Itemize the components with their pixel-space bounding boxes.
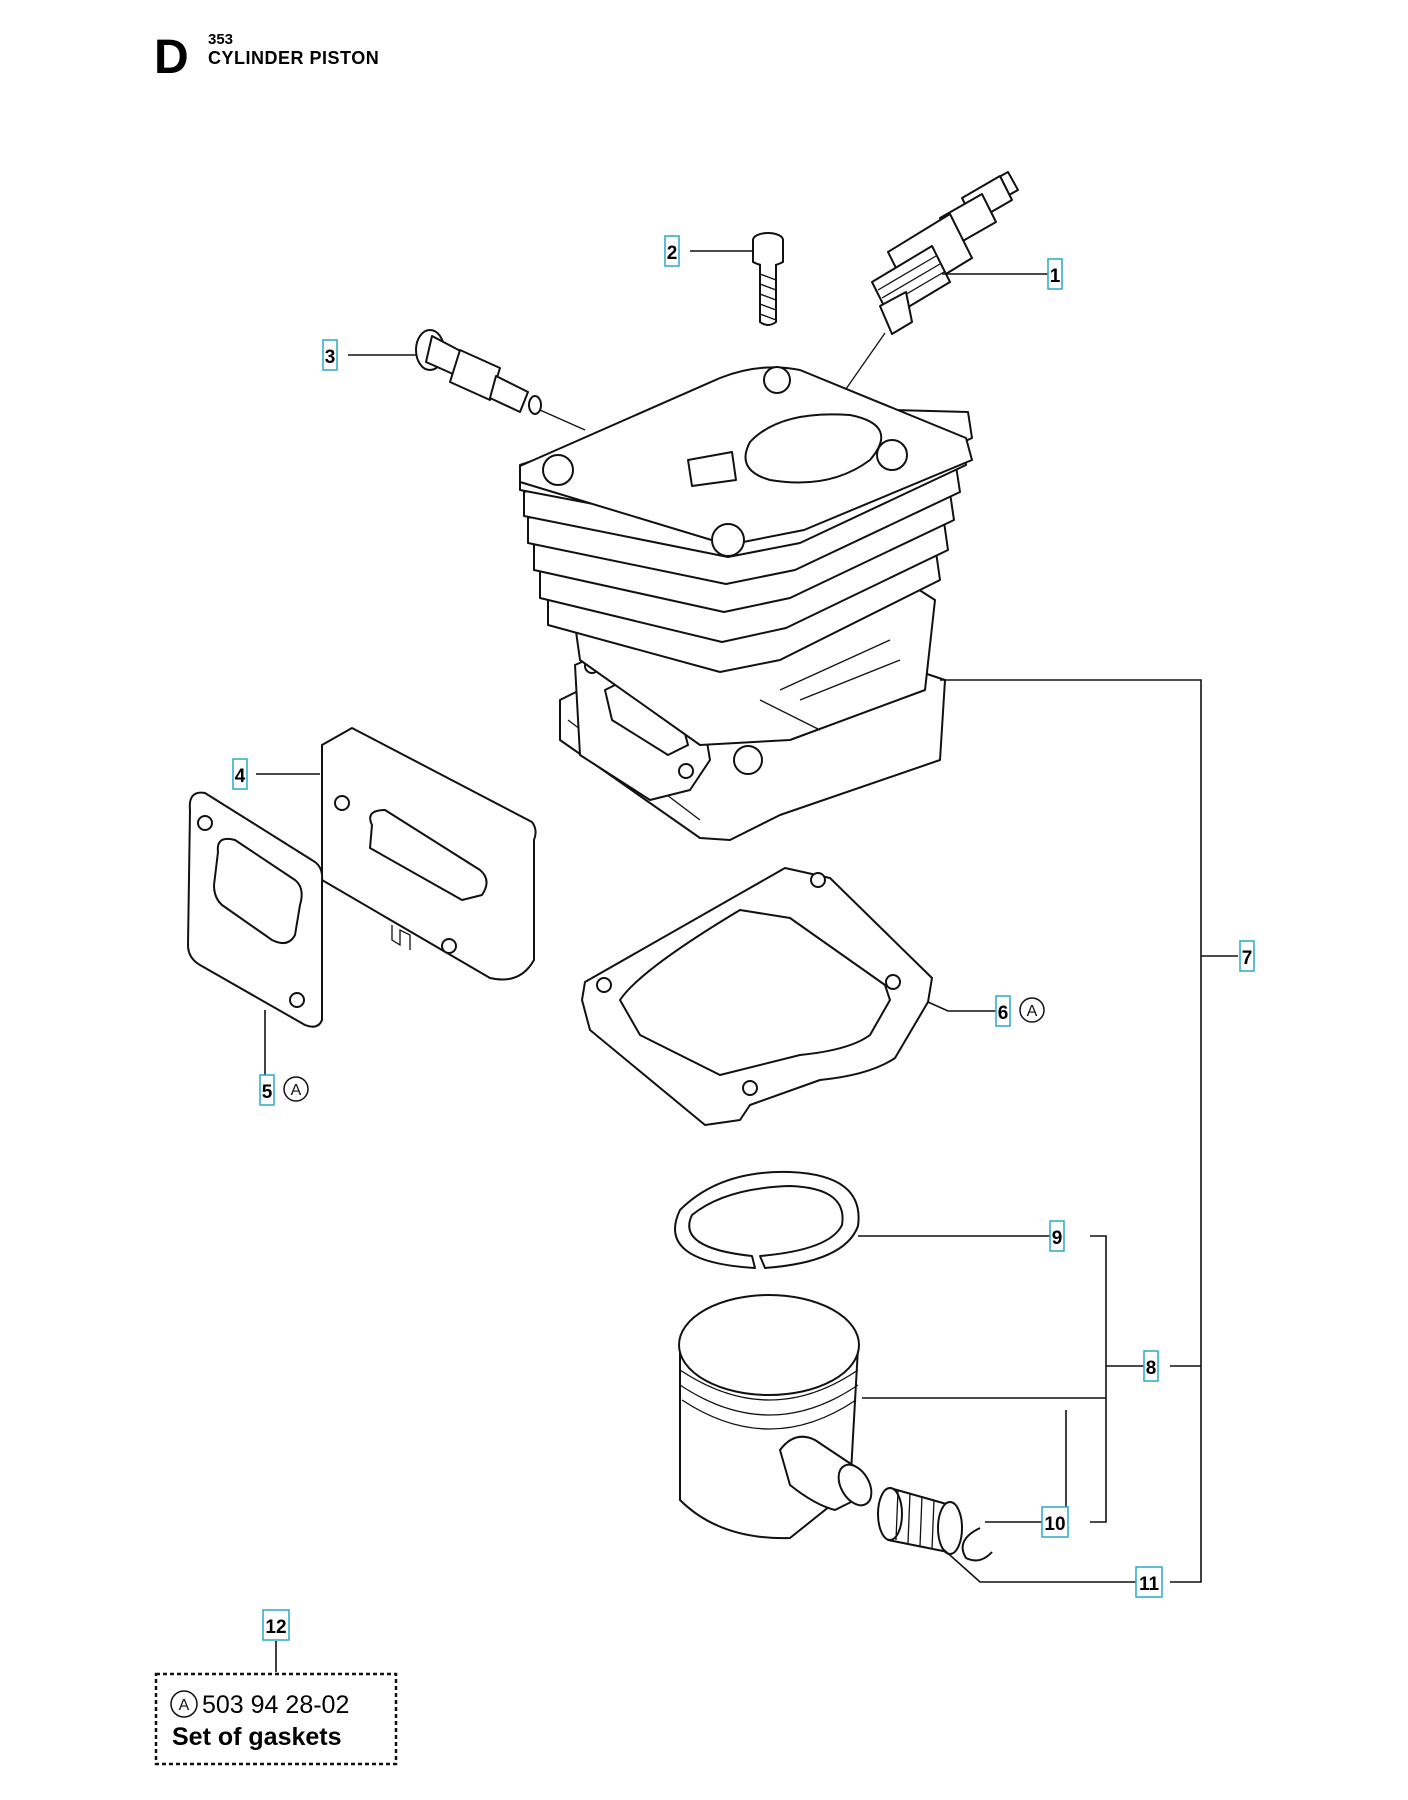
callout-2[interactable]: 2 [664, 235, 680, 267]
svg-text:2: 2 [667, 243, 678, 264]
part-spark-plug [792, 171, 1019, 466]
callout-10[interactable]: 10 [1041, 1506, 1069, 1538]
part-heat-shield [321, 727, 537, 981]
svg-text:A: A [1027, 1003, 1038, 1020]
svg-text:5: 5 [262, 1082, 273, 1103]
callout-6[interactable]: 6 A [995, 995, 1045, 1027]
svg-text:7: 7 [1242, 948, 1253, 969]
callout-8[interactable]: 8 [1143, 1350, 1159, 1382]
model-number: 353 [208, 31, 233, 48]
kit-name: Set of gaskets [172, 1723, 342, 1751]
svg-text:8: 8 [1146, 1358, 1157, 1379]
callout-7[interactable]: 7 [1239, 940, 1255, 972]
part-decompression-valve [415, 329, 586, 431]
page-title: CYLINDER PISTON [208, 48, 379, 68]
kit-marker: A [179, 1697, 190, 1714]
svg-text:6: 6 [998, 1003, 1009, 1024]
part-screw [752, 232, 784, 326]
section-letter: D [154, 31, 189, 84]
svg-text:9: 9 [1052, 1228, 1063, 1249]
leader-lines [256, 250, 1238, 1672]
part-circlip [961, 1527, 993, 1562]
callout-12[interactable]: 12 [262, 1609, 290, 1641]
kit-a-marker-icon [170, 1690, 198, 1718]
svg-text:11: 11 [1139, 1574, 1160, 1595]
callout-1[interactable]: 1 [1047, 258, 1063, 290]
part-cylinder [519, 366, 973, 841]
part-piston [678, 1294, 873, 1540]
callout-3[interactable]: 3 [322, 339, 338, 371]
svg-text:10: 10 [1044, 1514, 1065, 1535]
callout-4[interactable]: 4 [232, 758, 248, 790]
diagram-header: D 353 CYLINDER PISTON [154, 31, 379, 84]
kit-part-number: 503 94 28-02 [202, 1691, 349, 1719]
part-cylinder-gasket [581, 867, 933, 1126]
gasket-kit-box[interactable]: A 503 94 28-02 Set of gaskets [154, 1672, 398, 1766]
part-exhaust-gasket [187, 791, 324, 1028]
callout-9[interactable]: 9 [1049, 1220, 1065, 1252]
svg-text:3: 3 [325, 347, 336, 368]
part-piston-ring [674, 1170, 860, 1269]
callout-5[interactable]: 5 A [259, 1074, 309, 1106]
kit-a-marker-icon [283, 1076, 309, 1102]
svg-text:1: 1 [1050, 266, 1061, 287]
svg-text:A: A [291, 1082, 302, 1099]
svg-text:12: 12 [265, 1617, 286, 1638]
callout-11[interactable]: 11 [1135, 1566, 1163, 1598]
svg-text:4: 4 [235, 766, 246, 787]
kit-a-marker-icon [1019, 997, 1045, 1023]
part-needle-bearing [877, 1487, 963, 1555]
